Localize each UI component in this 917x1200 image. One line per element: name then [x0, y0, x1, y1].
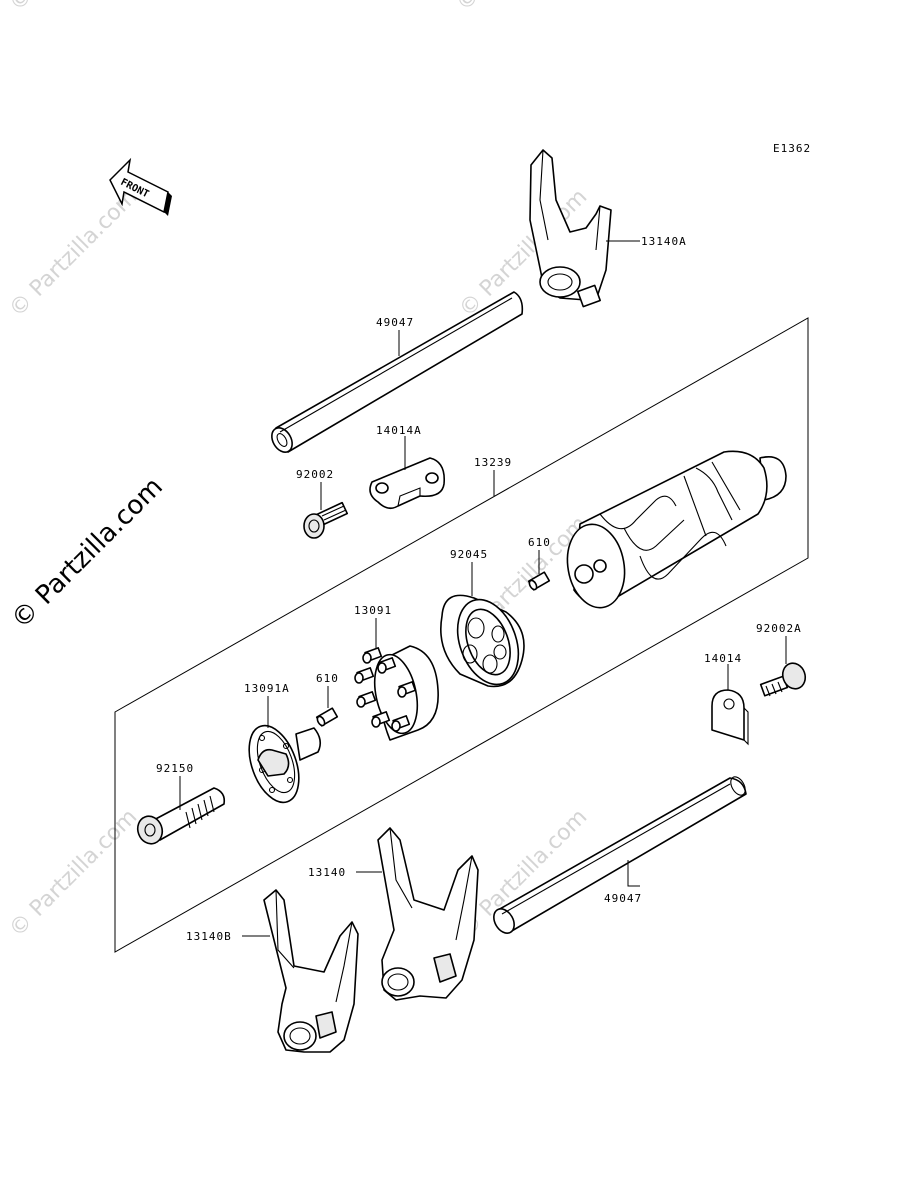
bearing-92045 [440, 594, 525, 688]
label-13239: 13239 [474, 456, 512, 469]
bolt-92002 [303, 501, 349, 539]
label-13140B: 13140B [186, 930, 232, 943]
watermark: © Partzilla.com [5, 185, 143, 323]
label-49047-bottom: 49047 [604, 892, 642, 905]
front-arrow-icon: FRONT [109, 157, 172, 216]
label-13091: 13091 [354, 604, 392, 617]
label-14014: 14014 [704, 652, 742, 665]
pin-610-top [527, 571, 551, 591]
watermark: © Partzilla.com [5, 805, 143, 943]
label-13140: 13140 [308, 866, 346, 879]
shift-fork-13140 [377, 827, 479, 1001]
leader-49047-bottom [627, 860, 640, 887]
plate-13091A [248, 724, 322, 804]
diagram-code: E1362 [773, 142, 811, 155]
pin-610-mid [315, 707, 339, 727]
bolt-92150 [136, 787, 226, 845]
label-92045: 92045 [450, 548, 488, 561]
label-92002A: 92002A [756, 622, 802, 635]
label-13091A: 13091A [244, 682, 290, 695]
shift-rod-49047-bottom [493, 776, 747, 934]
watermark-main: © Partzilla.com [6, 472, 169, 635]
shift-fork-13140A [529, 149, 612, 308]
watermark: © Partzilla.com [5, 0, 143, 16]
label-92002: 92002 [296, 468, 334, 481]
pin-plate-13091 [354, 645, 439, 741]
watermark: © Partzilla.com [452, 0, 590, 16]
shift-drum-13239 [566, 450, 787, 609]
label-610-top: 610 [528, 536, 551, 549]
plate-14014A [369, 457, 446, 510]
assembly-outline [114, 317, 809, 953]
plate-14014 [711, 689, 749, 746]
label-610-mid: 610 [316, 672, 339, 685]
bolt-92002A [759, 662, 807, 697]
label-92150: 92150 [156, 762, 194, 775]
label-13140A: 13140A [641, 235, 687, 248]
label-49047-top: 49047 [376, 316, 414, 329]
shift-rod-49047-top [271, 291, 524, 453]
label-14014A: 14014A [376, 424, 422, 437]
shift-fork-13140B [263, 889, 359, 1053]
